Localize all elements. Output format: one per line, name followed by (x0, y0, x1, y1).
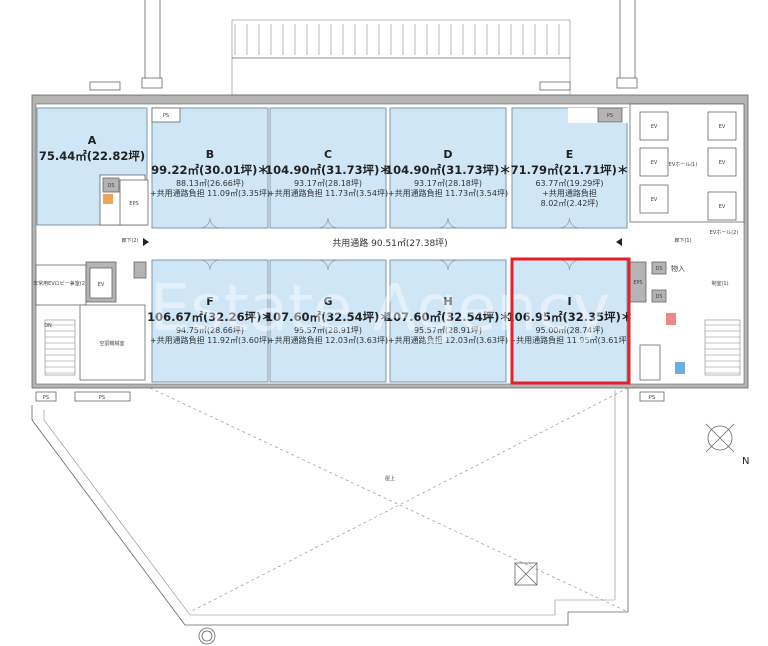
svg-text:屋上: 屋上 (385, 475, 395, 482)
unit-d[interactable]: D 104.90㎡(31.73坪)＊ 93.17㎡(28.18坪)+共用通路負担 1… (385, 107, 511, 229)
svg-text:空調機械室: 空調機械室 (99, 340, 124, 347)
unit-net-area: 93.17㎡(28.18坪) (414, 179, 482, 188)
svg-text:PS: PS (649, 395, 655, 401)
unit-label: C (324, 148, 332, 161)
unit-h[interactable]: H 107.60㎡(32.54坪)＊ 95.57㎡(28.91坪)+共用通路負担 1… (385, 259, 511, 383)
svg-text:EPS: EPS (633, 280, 642, 286)
unit-net-area: 94.75㎡(28.66坪) (176, 326, 244, 335)
svg-text:EPS: EPS (129, 201, 138, 207)
svg-text:EV: EV (719, 124, 726, 130)
unit-label: E (566, 148, 574, 161)
unit-net-area: 95.00㎡(28.74坪) (535, 326, 603, 335)
svg-text:DS: DS (107, 183, 114, 189)
bottom-ps: PS PS PS (35, 391, 665, 402)
unit-shared-area-2: 8.02㎡(2.42坪) (541, 199, 599, 208)
unit-shared-area: +共用通路負担 11.92㎡(3.60坪) (150, 335, 270, 345)
svg-text:EV: EV (651, 124, 658, 130)
unit-area: 107.60㎡(32.54坪)＊ (385, 310, 511, 324)
svg-text:EV: EV (719, 204, 726, 210)
svg-text:物入: 物入 (671, 264, 685, 273)
svg-text:DN: DN (44, 323, 52, 329)
svg-text:PS: PS (163, 113, 169, 119)
unit-b[interactable]: B 99.22㎡(30.01坪)＊ 88.13㎡(26.66坪)+共用通路負担 11… (150, 107, 270, 229)
unit-label: G (323, 295, 332, 308)
unit-label: I (567, 295, 571, 308)
svg-text:非常用EVロビー兼室(2): 非常用EVロビー兼室(2) (33, 280, 87, 287)
unit-area: 106.95㎡(32.35坪)＊ (507, 310, 633, 324)
unit-area: 104.90㎡(31.73坪)＊ (385, 163, 511, 177)
unit-shared-area: +共用通路負担 11.73㎡(3.54坪) (268, 188, 388, 198)
unit-e[interactable]: E 71.79㎡(21.71坪)＊ 63.77㎡(19.29坪)+共用通路負担8.0… (511, 107, 629, 229)
elevator (639, 147, 669, 177)
unit-a-label: A (88, 134, 97, 147)
unit-area: 99.22㎡(30.01坪)＊ (151, 163, 269, 177)
unit-shared-area: +共用通路負担 11.73㎡(3.54坪) (388, 188, 508, 198)
elevator (707, 191, 737, 221)
elevator (707, 147, 737, 177)
unit-shared-area: +共用通路負担 12.03㎡(3.63坪) (268, 335, 388, 345)
svg-text:EV: EV (98, 282, 105, 288)
svg-text:EV: EV (719, 160, 726, 166)
unit-shared-area: +共用通路負担 11.95㎡(3.61坪) (509, 335, 629, 345)
unit-area: 71.79㎡(21.71坪)＊ (511, 163, 629, 177)
unit-label: H (443, 295, 452, 308)
svg-text:EVホール(1): EVホール(1) (669, 162, 698, 168)
unit-i[interactable]: I 106.95㎡(32.35坪)＊ 95.00㎡(28.74坪)+共用通路負担 1… (507, 259, 633, 383)
womens-restroom-icon (666, 313, 676, 325)
unit-c[interactable]: C 104.90㎡(31.73坪)＊ 93.17㎡(28.18坪)+共用通路負担 1… (265, 107, 391, 229)
svg-text:PS: PS (99, 395, 105, 401)
unit-a-area: 75.44㎡(22.82坪) (39, 149, 145, 163)
svg-text:制室(1): 制室(1) (711, 280, 728, 287)
unit-net-area: 95.57㎡(28.91坪) (294, 326, 362, 335)
elevator (707, 111, 737, 141)
svg-text:EVホール(2): EVホール(2) (710, 230, 739, 236)
corridor-label: 共用通路 90.51㎡(27.38坪) (332, 237, 447, 249)
unit-label: D (443, 148, 452, 161)
elevator (639, 184, 669, 214)
top-stair-structure (89, 0, 638, 96)
elevator (639, 111, 669, 141)
unit-shared-area: +共用通路負担 12.03㎡(3.63坪) (388, 335, 508, 345)
watermark: Estate Agency (150, 272, 610, 346)
unit-net-area: 88.13㎡(26.66坪) (176, 179, 244, 188)
unit-shared-area: +共用通路負担 11.09㎡(3.35坪) (150, 188, 270, 198)
common-corridor (150, 228, 628, 260)
unit-f[interactable]: F 106.67㎡(32.26坪)＊ 94.75㎡(28.66坪)+共用通路負担 1… (147, 259, 273, 383)
mens-restroom-icon (675, 362, 685, 374)
unit-net-area: 95.57㎡(28.91坪) (414, 326, 482, 335)
svg-text:PS: PS (43, 395, 49, 401)
unit-shared-area: +共用通路負担 (542, 188, 597, 198)
compass: N (705, 423, 749, 467)
highlight-box-unit-i (510, 257, 631, 385)
unit-label: B (206, 148, 214, 161)
left-core: EPS 廊下(2) 非常用EVロビー兼室(2) EV DN 空調機械室 (33, 179, 149, 381)
svg-text:N: N (742, 456, 749, 467)
unit-area: 104.90㎡(31.73坪)＊ (265, 163, 391, 177)
svg-text:EV: EV (651, 160, 658, 166)
unit-net-area: 93.17㎡(28.18坪) (294, 179, 362, 188)
unit-g[interactable]: G 107.60㎡(32.54坪)＊ 95.57㎡(28.91坪)+共用通路負担 1… (265, 259, 391, 383)
svg-text:DS: DS (655, 266, 662, 272)
svg-text:DS: DS (655, 294, 662, 300)
svg-text:廊下(1): 廊下(1) (674, 237, 691, 244)
unit-area: 107.60㎡(32.54坪)＊ (265, 310, 391, 324)
svg-text:EV: EV (651, 197, 658, 203)
unit-a[interactable]: DS A 75.44㎡(22.82坪) (36, 107, 148, 226)
svg-text:PS: PS (607, 113, 613, 119)
svg-text:廊下(2): 廊下(2) (121, 237, 138, 244)
roof-terrace: 屋上 (31, 387, 629, 645)
unit-area: 106.67㎡(32.26坪)＊ (147, 310, 273, 324)
unit-net-area: 63.77㎡(19.29坪) (535, 179, 603, 188)
unit-label: F (206, 295, 214, 308)
